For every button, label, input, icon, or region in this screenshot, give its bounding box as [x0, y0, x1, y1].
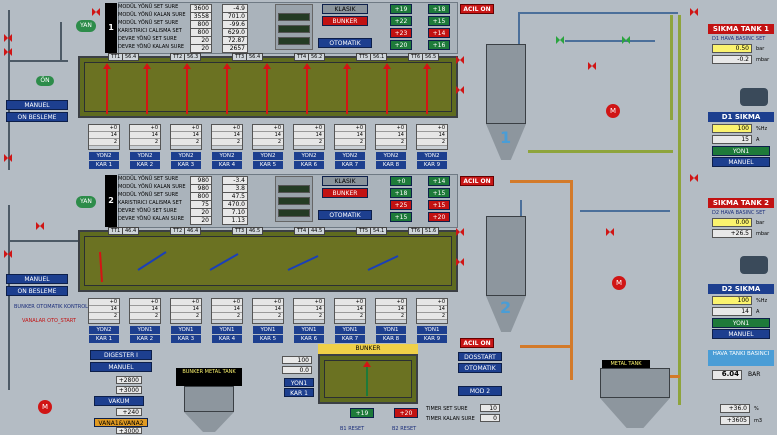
agitator-arrow — [183, 63, 191, 114]
section1-number: 1 — [105, 3, 117, 53]
digester1-panel: DIGESTER I MANUEL +2800 +3000 VAKUM +240… — [88, 350, 158, 435]
valve-icon[interactable] — [690, 174, 698, 182]
dosstart-button[interactable]: DOSSTART OTT — [458, 352, 502, 370]
section2-agitator-arrows — [99, 251, 399, 283]
bunker-kar-panel: 100 0.0 YON1 KAR 1 — [282, 356, 316, 398]
metal-tank-label: METAL TANK — [602, 360, 650, 368]
valve-icon[interactable] — [36, 222, 44, 230]
vanalar-label: VANALAR OTO_START — [22, 318, 76, 324]
valve-icon[interactable] — [4, 34, 12, 42]
bunker-otomatik-button[interactable]: OTOMATIK — [458, 363, 502, 373]
section2-acil-button[interactable]: ACIL ON — [460, 176, 494, 186]
b2-reset[interactable]: B2 RESET — [392, 426, 417, 432]
on-indicator: ÖN — [36, 76, 54, 86]
agitator-arrow — [223, 63, 231, 114]
bunker-counters: +19 +20 — [340, 408, 420, 420]
metal-tank-silo — [600, 368, 670, 398]
section1-acil-button[interactable]: ACIL ON — [460, 4, 494, 14]
valve-icon[interactable] — [4, 250, 12, 258]
valve-icon[interactable] — [456, 228, 464, 236]
agitator-arrow — [287, 255, 319, 271]
d1-sikma-panel: D1 SIKMA 100 %Hz 15 A YON1 MANUEL — [708, 112, 774, 168]
agitator-arrow — [137, 251, 167, 271]
agitator-arrow — [423, 63, 431, 114]
section2-digester-tank — [78, 230, 458, 292]
pump-icon[interactable]: M — [606, 104, 620, 118]
valve-icon[interactable] — [606, 228, 614, 236]
section1-pump-panel — [275, 4, 313, 50]
agitator-arrow — [143, 63, 151, 114]
section1-klasik-button[interactable]: KLASIK — [322, 4, 368, 14]
agitator-arrow — [209, 253, 239, 271]
agitator-arrow — [263, 63, 271, 114]
bunker-otomatik-label: BUNKER OTOMATIK KONTROL — [14, 304, 88, 310]
section2-pump-panel — [275, 176, 313, 222]
valve-icon[interactable] — [456, 86, 464, 94]
b1-reset[interactable]: B1 RESET — [340, 426, 365, 432]
valve-icon[interactable] — [92, 8, 100, 16]
valve-icon[interactable] — [456, 258, 464, 266]
left1-manuel-button[interactable]: MANUEL — [6, 100, 68, 110]
valve-icon[interactable] — [456, 56, 464, 64]
mod2-button[interactable]: MOD 2 — [458, 386, 502, 396]
valve-icon[interactable] — [622, 36, 630, 44]
agitator-arrow — [99, 251, 103, 283]
section1-bunker-button[interactable]: BUNKER — [322, 16, 368, 26]
blower-icon[interactable] — [740, 88, 768, 106]
hava-tanki-panel: HAVA TANKI BASINCI 6.04 BAR +36.0 % +360… — [708, 350, 774, 432]
silo-1 — [486, 44, 526, 124]
valve-icon[interactable] — [556, 36, 564, 44]
silo-1-number: 1 — [500, 128, 512, 147]
agitator-arrow — [383, 63, 391, 114]
pump-icon[interactable]: M — [38, 400, 52, 414]
valve-icon[interactable] — [690, 8, 698, 16]
section2-counter-grid: +0 +14 +18 +15 +25 +15 +15 +20 — [380, 176, 454, 222]
sikma1-panel: SIKMA TANK 1 D1 HAVA BASINC SET 0.50 bar… — [708, 24, 774, 64]
timer-panel: TIMER SET SURE 10 TIMER KALAN SURE 0 — [426, 404, 506, 426]
sikma2-panel: SIKMA TANK 2 D2 HAVA BASINC SET 0.00 bar… — [708, 198, 774, 238]
metal-tank-cone — [600, 398, 670, 428]
bunker-metal-silo — [184, 386, 234, 412]
left1-onbesleme-button[interactable]: ON BESLEME — [6, 112, 68, 122]
d2-sikma-panel: D2 SIKMA 100 %Hz 14 A YON1 MANUEL — [708, 284, 774, 340]
section2-otomatik-button[interactable]: OTOMATIK — [318, 210, 372, 220]
agitator-arrow — [303, 63, 311, 114]
section2-number: 2 — [105, 175, 117, 227]
bunker-tank — [318, 354, 418, 404]
bunker-metal-tank: BUNKER METAL TANK — [176, 368, 242, 386]
section2-klasik-button[interactable]: KLASIK — [322, 176, 368, 186]
pump-icon[interactable]: M — [612, 276, 626, 290]
section1-otomatik-button[interactable]: OTOMATIK — [318, 38, 372, 48]
section3-acil-button[interactable]: ACIL ON — [460, 338, 494, 348]
silo-2-number: 2 — [500, 298, 512, 317]
agitator-arrow — [343, 63, 351, 114]
valve-icon[interactable] — [588, 62, 596, 70]
silo-2 — [486, 216, 526, 296]
bunker-label: BUNKER — [318, 344, 418, 354]
yan-indicator-top: YAN — [76, 20, 96, 32]
yan-indicator-bottom: YAN — [76, 196, 96, 208]
left2-onbesleme-button[interactable]: ON BESLEME — [6, 286, 68, 296]
valve-icon[interactable] — [4, 154, 12, 162]
left2-manuel-button[interactable]: MANUEL — [6, 274, 68, 284]
agitator-arrow — [367, 255, 399, 271]
section1-counter-grid: +19 +18 +22 +15 +23 +14 +20 +16 — [380, 4, 454, 50]
section2-bunker-button[interactable]: BUNKER — [322, 188, 368, 198]
valve-icon[interactable] — [4, 48, 12, 56]
agitator-arrow — [103, 63, 111, 114]
bunker-metal-cone — [184, 412, 234, 432]
blower-icon[interactable] — [740, 256, 768, 274]
